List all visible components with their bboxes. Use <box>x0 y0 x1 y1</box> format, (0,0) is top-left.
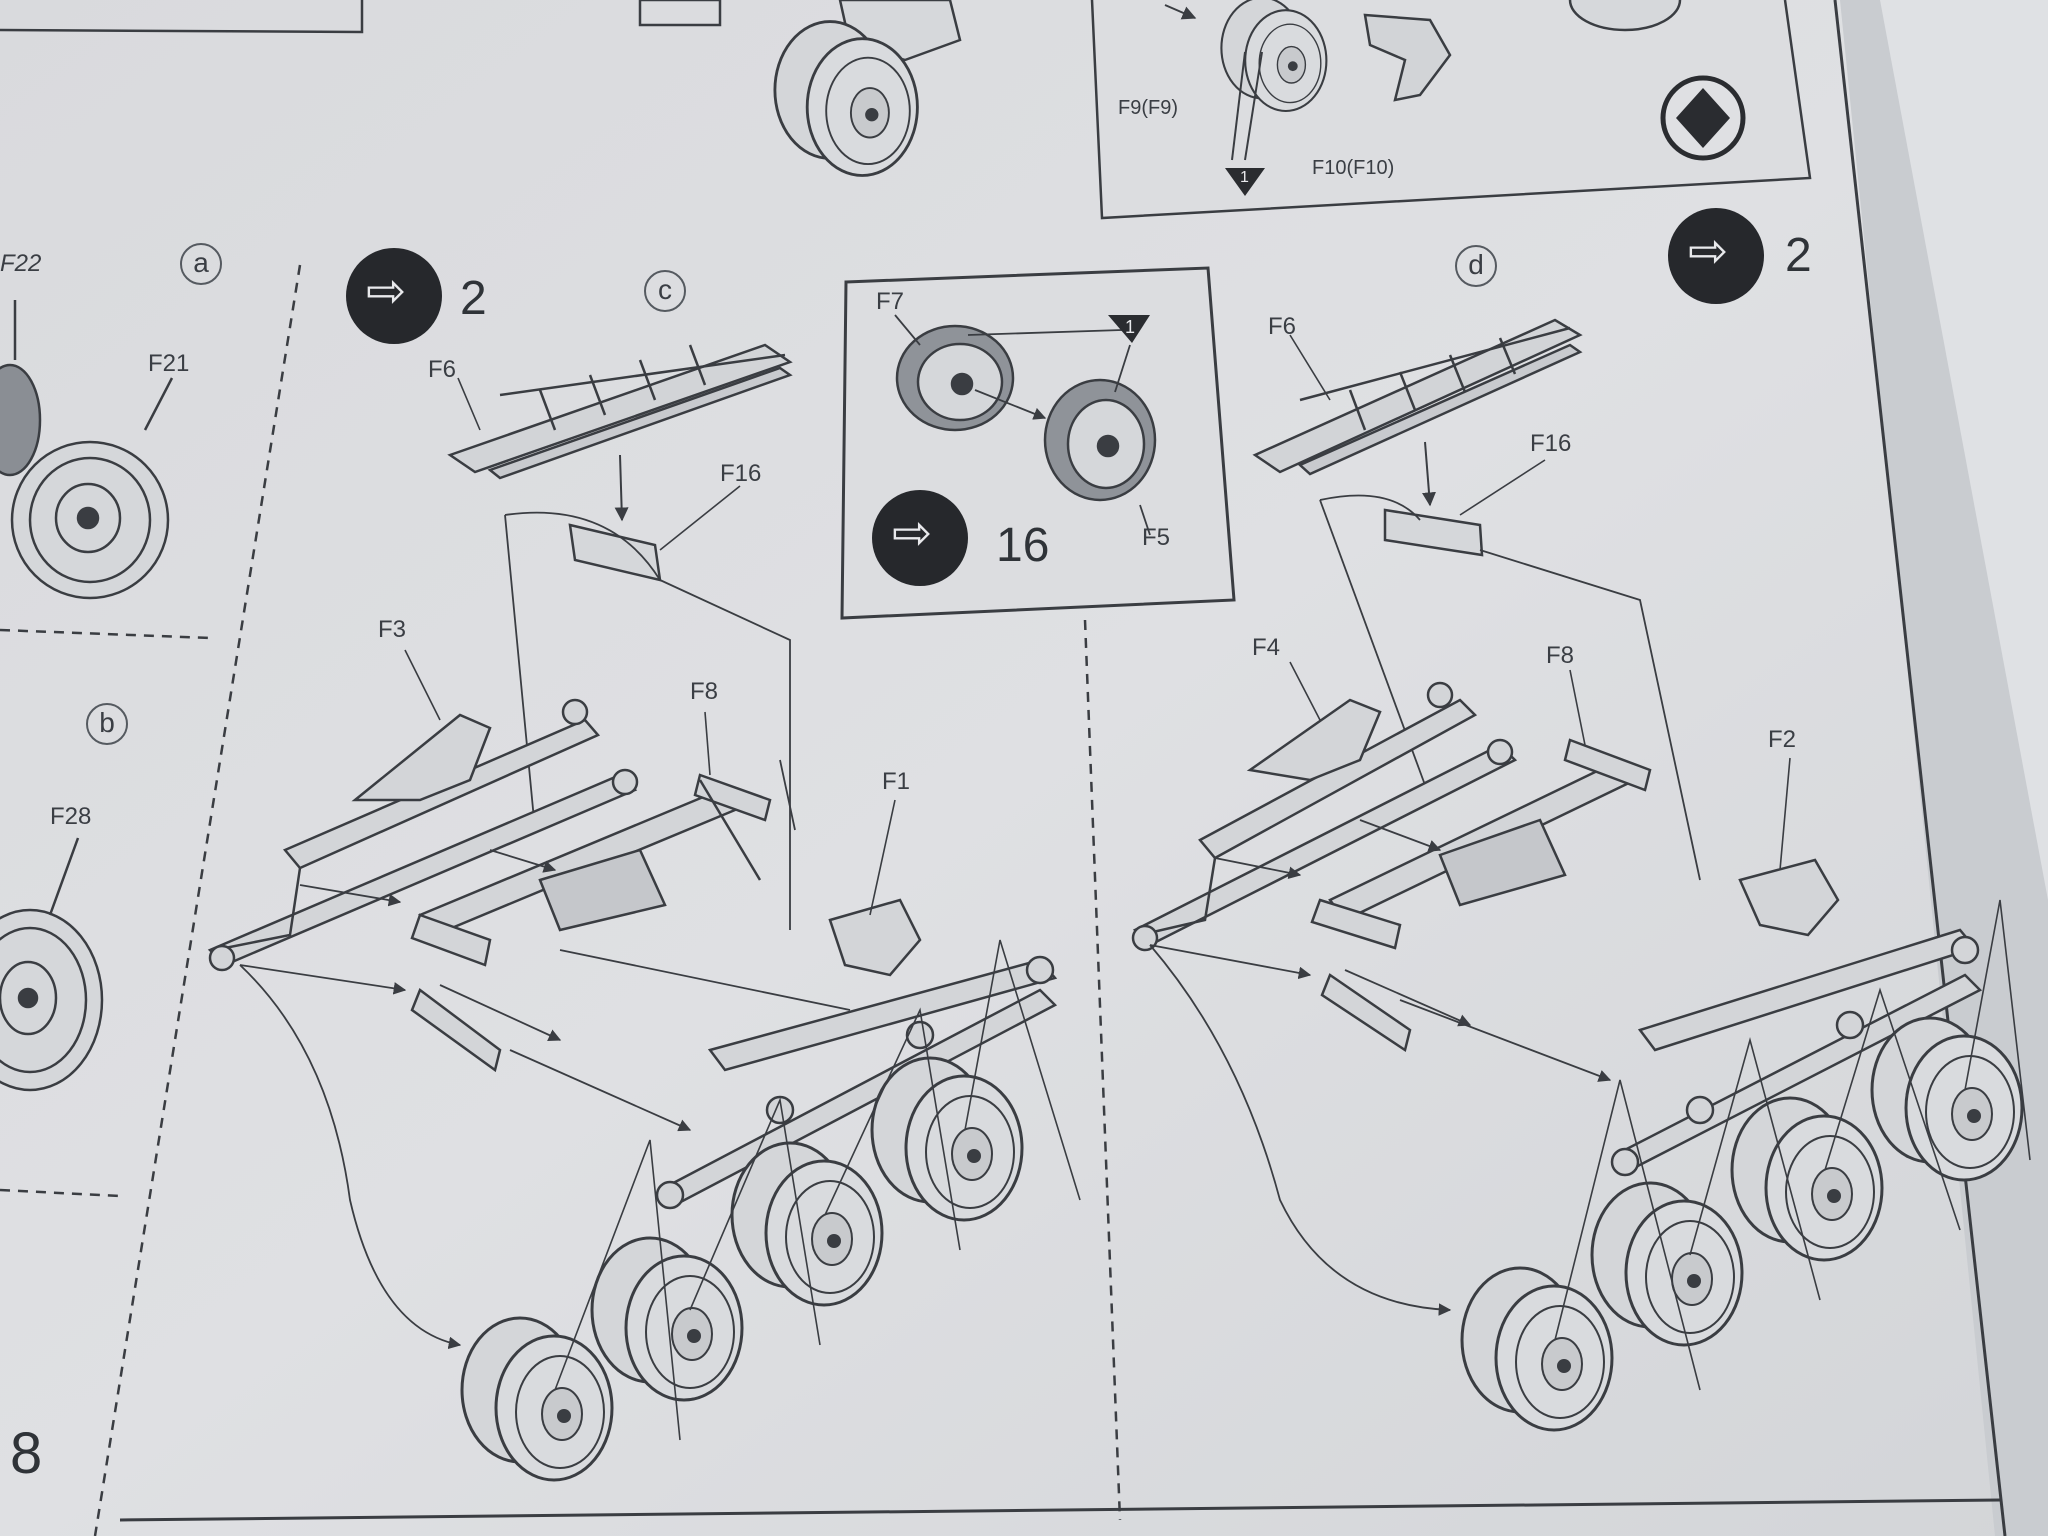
arrow-glyph: ⇨ <box>1688 225 1729 278</box>
part-label-f22: F22 <box>0 250 42 277</box>
quantity-wheels: 16 <box>996 519 1050 572</box>
part-label-f3: F3 <box>378 616 407 643</box>
subassembly-a-marker: a <box>180 243 222 285</box>
part-label-f2: F2 <box>1768 726 1797 753</box>
page-number: 8 <box>10 1421 43 1486</box>
part-label-f10: F10(F10) <box>1312 157 1395 179</box>
callout-number-top: 1 <box>1240 169 1249 186</box>
arrow-glyph: ⇨ <box>366 265 407 318</box>
part-label-f6-c: F6 <box>428 356 457 383</box>
quantity-c: 2 <box>460 272 487 325</box>
part-label-f9: F9(F9) <box>1118 97 1178 119</box>
part-label-f1: F1 <box>882 768 911 795</box>
subassembly-b-marker: b <box>86 703 128 745</box>
arrow-glyph: ⇨ <box>892 507 933 560</box>
part-label-f28: F28 <box>50 803 92 830</box>
part-label-f5: F5 <box>1142 524 1171 551</box>
part-label-f6-d: F6 <box>1268 313 1297 340</box>
part-label-f8-c: F8 <box>690 678 719 705</box>
quantity-d: 2 <box>1785 229 1812 282</box>
subassembly-d-marker: d <box>1455 245 1497 287</box>
part-label-f4: F4 <box>1252 634 1281 661</box>
part-label-f16-c: F16 <box>720 460 762 487</box>
part-label-f8-d: F8 <box>1546 642 1575 669</box>
part-label-f21: F21 <box>148 350 190 377</box>
callout-number-wheels: 1 <box>1125 317 1136 337</box>
quantity-badge-c <box>346 248 442 344</box>
subassembly-c-marker: c <box>644 270 686 312</box>
part-label-f16-d: F16 <box>1530 430 1572 457</box>
quantity-badge-wheels <box>872 490 968 586</box>
quantity-badge-d <box>1668 208 1764 304</box>
callout-triangle <box>1225 168 1265 196</box>
part-label-f7: F7 <box>876 288 905 315</box>
